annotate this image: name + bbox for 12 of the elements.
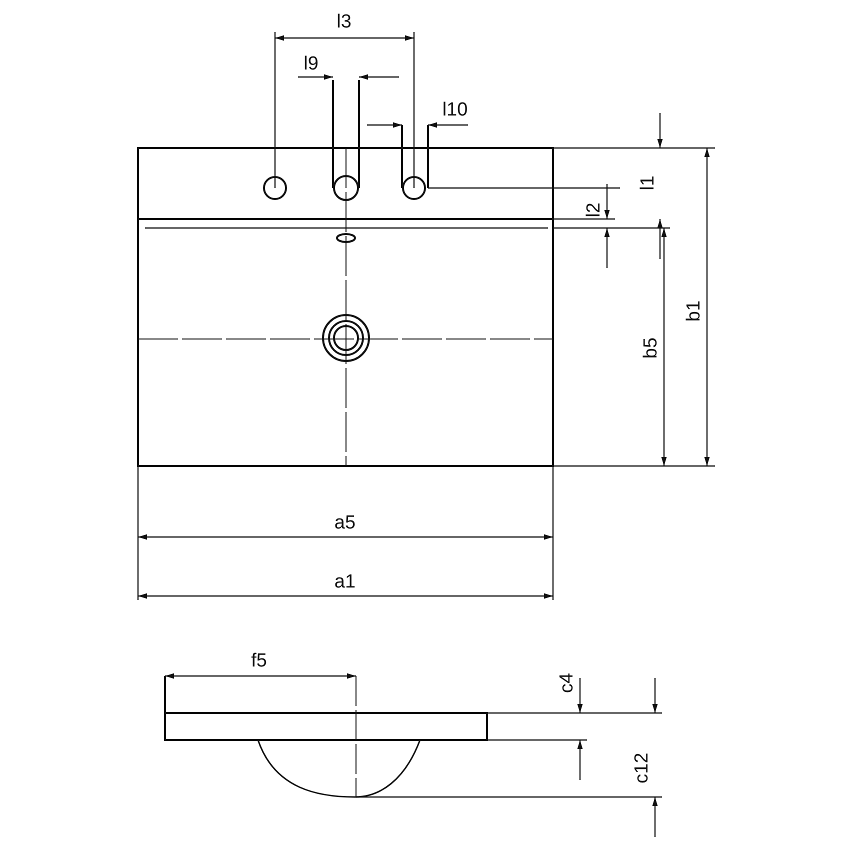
dimension-label: l9 [304,54,318,74]
dimension-label: c12 [632,752,652,784]
dimension-label: l2 [584,202,604,218]
dimension-label: b5 [642,337,660,359]
dimension-label: a1 [334,572,356,592]
dimension-label: f5 [251,652,267,670]
dimension-label: c4 [558,672,576,694]
dimension-label: a5 [334,514,356,532]
dimension-label: l3 [336,12,352,32]
dimension-label: l1 [638,176,658,190]
dimension-label: l10 [442,100,468,120]
dimension-label: b1 [684,300,704,322]
